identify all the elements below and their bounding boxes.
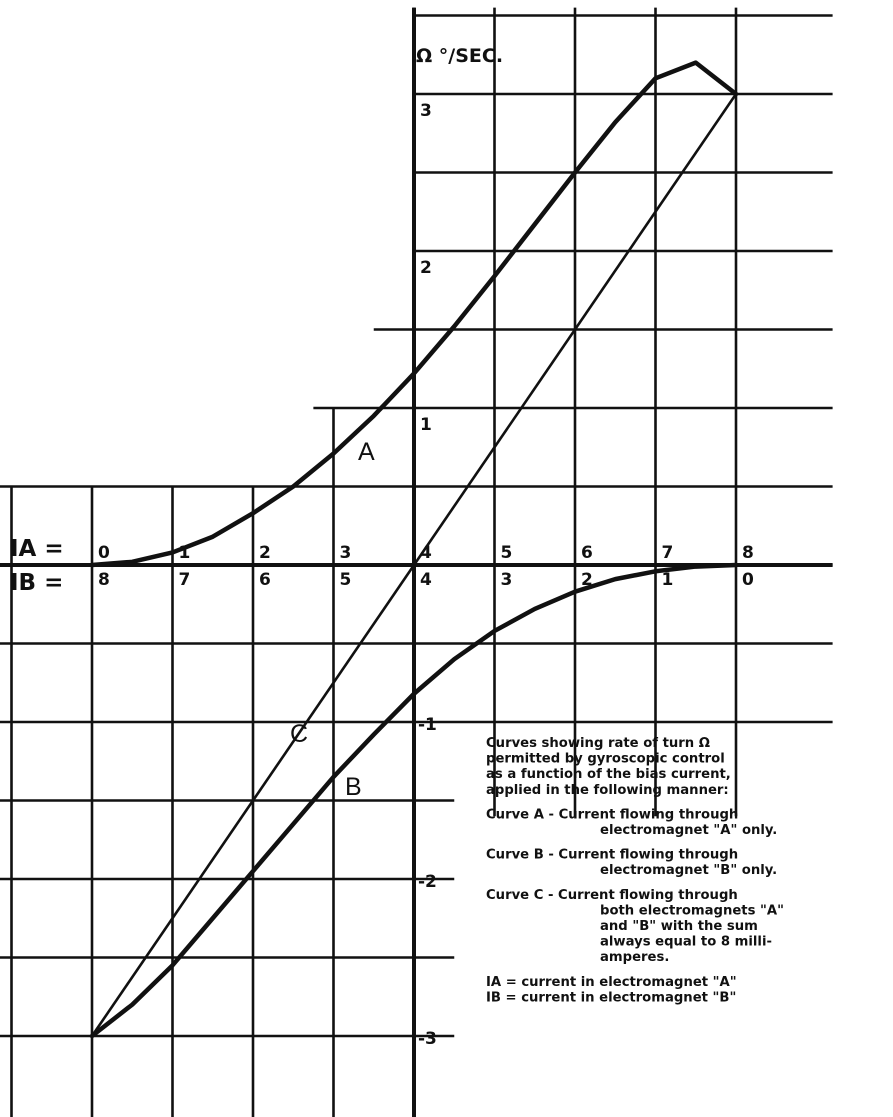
note-line: always equal to 8 milli- <box>600 935 772 950</box>
note-line: IB = current in electromagnet "B" <box>486 990 736 1005</box>
x-tick-ia: 5 <box>501 543 513 563</box>
note-line: Curve B - Current flowing through <box>486 848 738 863</box>
y-axis-label: Ω °/SEC. <box>416 45 503 67</box>
note-line: permitted by gyroscopic control <box>486 752 725 767</box>
tick-labels: IA = IB = 0 1 2 3 4 5 6 7 8 8 7 6 5 4 3 2 1 0 3 2 1 -1 -2 -3 Ω °/S… <box>10 45 754 1049</box>
note-line: both electromagnets "A" <box>600 903 784 918</box>
x-tick-ia: 2 <box>259 543 271 563</box>
x-tick-ib: 2 <box>581 570 593 590</box>
series-label-b: B <box>345 773 362 801</box>
note-line: Curve C - Current flowing through <box>486 888 738 903</box>
note-line: electromagnet "A" only. <box>600 823 777 838</box>
x-tick-ib: 0 <box>742 570 754 590</box>
series-line-b <box>89 562 739 1039</box>
series-line-c <box>90 93 738 1037</box>
note-line: applied in the following manner: <box>486 783 729 798</box>
grid <box>0 7 833 1117</box>
curve-labels: A B C <box>290 438 375 801</box>
x-tick-ia: 1 <box>179 543 191 563</box>
y-tick: 1 <box>420 415 432 435</box>
series-line-a <box>89 60 739 568</box>
y-tick: -3 <box>418 1029 437 1049</box>
x-tick-ia: 6 <box>581 543 593 563</box>
x-tick-ib: 8 <box>98 570 110 590</box>
x-tick-ia: 4 <box>420 543 432 563</box>
series-label-a: A <box>358 438 375 466</box>
y-tick: -2 <box>418 872 437 892</box>
y-tick: -1 <box>418 715 437 735</box>
x-tick-ib: 5 <box>340 570 352 590</box>
x-tick-ib: 6 <box>259 570 271 590</box>
x-row-label-ib: IB = <box>10 570 63 596</box>
x-tick-ib: 3 <box>501 570 513 590</box>
note-line: Curves showing rate of turn Ω <box>486 736 710 751</box>
note-line: Curve A - Current flowing through <box>486 807 738 822</box>
note-line: and "B" with the sum <box>600 919 758 934</box>
note-line: amperes. <box>600 950 669 965</box>
x-tick-ia: 0 <box>98 543 110 563</box>
series-label-c: C <box>290 720 308 748</box>
x-tick-ib: 7 <box>179 570 191 590</box>
note-line: as a function of the bias current, <box>486 767 731 782</box>
y-tick: 3 <box>420 101 432 121</box>
x-row-label-ia: IA = <box>10 536 64 562</box>
x-tick-ib: 1 <box>662 570 674 590</box>
x-tick-ia: 8 <box>742 543 754 563</box>
x-tick-ia: 7 <box>662 543 674 563</box>
note-line: IA = current in electromagnet "A" <box>486 975 737 990</box>
y-tick: 2 <box>420 258 432 278</box>
x-tick-ia: 3 <box>340 543 352 563</box>
x-tick-ib: 4 <box>420 570 432 590</box>
note-line: electromagnet "B" only. <box>600 863 777 878</box>
series-group <box>89 60 739 1039</box>
